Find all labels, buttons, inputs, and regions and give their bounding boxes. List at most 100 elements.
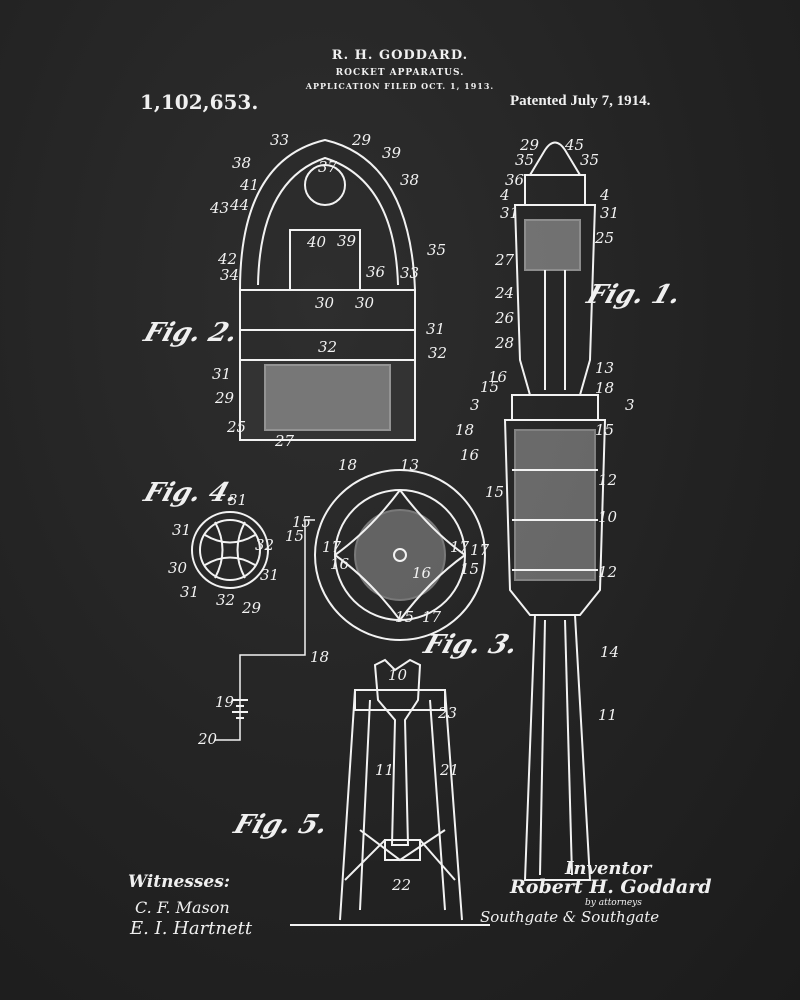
fig5-reference-numeral: 11 — [375, 761, 394, 779]
battery-symbol — [232, 699, 248, 719]
fig1-reference-numeral: 4 — [499, 186, 510, 204]
fig2-reference-numeral: 44 — [229, 196, 249, 214]
fig1-reference-numeral: 3 — [470, 396, 480, 414]
fig4-label: Fig. 4. — [140, 478, 242, 508]
fig4-reference-numeral: 31 — [228, 491, 247, 509]
fig2-reference-numeral: 42 — [217, 250, 237, 268]
fig1-reference-numeral: 4 — [599, 186, 610, 204]
fig1-reference-numeral: 28 — [494, 334, 514, 352]
fig2-nose-section — [238, 138, 417, 441]
fig5-reference-numeral: 22 — [391, 876, 411, 894]
fig3-reference-numeral: 13 — [400, 456, 419, 474]
fig3-circuit — [215, 519, 315, 741]
fig5-reference-numeral: 23 — [437, 704, 457, 722]
fig3-reference-numeral: 18 — [338, 456, 357, 474]
by-attorneys: by attorneys — [585, 898, 642, 908]
fig1-reference-numeral: 15 — [595, 421, 614, 439]
fig2-reference-numeral: 31 — [426, 320, 445, 338]
fig2-reference-numeral: 36 — [366, 263, 386, 281]
fig4-reference-numeral: 32 — [255, 536, 274, 554]
fig2-reference-numeral: 25 — [226, 418, 246, 436]
fig4-reference-numeral: 30 — [168, 559, 188, 577]
fig2-reference-numeral: 30 — [355, 294, 375, 312]
fig3-reference-numeral: 15 — [395, 608, 414, 626]
fig3-reference-numeral: 17 — [450, 538, 470, 556]
fig4-reference-numeral: 31 — [180, 583, 199, 601]
fig2-label: Fig. 2. — [140, 318, 242, 348]
fig2-reference-numeral: 41 — [239, 176, 259, 194]
fig3-reference-numeral: 17 — [470, 541, 490, 559]
fig1-reference-numeral: 16 — [488, 368, 508, 386]
fig2-reference-numeral: 33 — [270, 131, 289, 149]
witness-signature-2: E. I. Hartnett — [130, 918, 253, 939]
fig1-reference-numeral: 25 — [594, 229, 614, 247]
fig1-reference-numeral: 27 — [494, 251, 515, 269]
fig5-reference-numeral: 21 — [439, 761, 459, 779]
fig2-reference-numeral: 32 — [428, 344, 447, 362]
fig1-reference-numeral: 26 — [494, 309, 515, 327]
fig4-reference-numeral: 29 — [241, 599, 262, 617]
fig2-reference-numeral: 32 — [318, 338, 337, 356]
fig2-reference-numeral: 34 — [220, 266, 239, 284]
header-inventor: R. H. GODDARD. — [331, 48, 469, 63]
fig1-label: Fig. 1. — [583, 280, 685, 310]
fig3-reference-numeral: 18 — [310, 648, 329, 666]
witness-signature-1: C. F. Mason — [135, 898, 230, 917]
fig2-reference-numeral: 38 — [400, 171, 419, 189]
fig1-reference-numeral: 14 — [600, 643, 619, 661]
fig1-reference-numeral: 31 — [500, 204, 519, 222]
fig4-reference-numeral: 31 — [260, 566, 279, 584]
fig3-reference-numeral: 16 — [412, 564, 432, 582]
fig4-disk — [191, 511, 269, 589]
fig1-reference-numeral: 18 — [595, 379, 614, 397]
fig2-reference-numeral: 37 — [318, 158, 338, 176]
fig3-reference-numeral: 15 — [292, 513, 311, 531]
fig2-reference-numeral: 29 — [214, 389, 235, 407]
fig2-reference-numeral: 33 — [400, 264, 419, 282]
fig1-rocket — [503, 141, 607, 881]
fig3-disk — [314, 469, 486, 641]
fig2-reference-numeral: 43 — [209, 199, 229, 217]
fig2-reference-numeral: 40 — [306, 233, 327, 251]
fig1-reference-numeral: 3 — [625, 396, 635, 414]
fig1-reference-numeral: 13 — [595, 359, 614, 377]
patent-number: 1,102,653. — [140, 90, 259, 114]
fig3-reference-numeral: 15 — [485, 483, 504, 501]
fig1-reference-numeral: 45 — [564, 136, 584, 154]
fig2-reference-numeral: 30 — [315, 294, 335, 312]
fig2-reference-numeral: 38 — [232, 154, 251, 172]
patent-date: Patented July 7, 1914. — [510, 93, 651, 109]
attorneys-signature: Southgate & Southgate — [480, 908, 660, 926]
fig1-reference-numeral: 18 — [455, 421, 474, 439]
fig4-reference-numeral: 31 — [172, 521, 191, 539]
fig1-reference-numeral: 29 — [519, 136, 540, 154]
fig2-reference-numeral: 35 — [427, 241, 446, 259]
fig1-reference-numeral: 16 — [460, 446, 480, 464]
fig1-reference-numeral: 12 — [598, 563, 617, 581]
fig1-reference-numeral: 12 — [598, 471, 617, 489]
fig1-reference-numeral: 35 — [515, 151, 534, 169]
fig3-label: Fig. 3. — [420, 630, 522, 660]
fig5-stand — [290, 658, 490, 926]
fig3-reference-numeral: 20 — [197, 730, 218, 748]
fig5-reference-numeral: 10 — [388, 666, 408, 684]
fig3-reference-numeral: 15 — [460, 560, 479, 578]
fig1-reference-numeral: 10 — [598, 508, 618, 526]
witnesses-label: Witnesses: — [128, 872, 231, 892]
fig1-reference-numeral: 36 — [505, 171, 525, 189]
header-filed: APPLICATION FILED OCT. 1, 1913. — [305, 81, 495, 91]
fig4-reference-numeral: 32 — [216, 591, 235, 609]
fig1-reference-numeral: 31 — [600, 204, 619, 222]
fig1-reference-numeral: 15 — [480, 378, 499, 396]
fig1-reference-numeral: 24 — [494, 284, 514, 302]
fig3-reference-numeral: 16 — [330, 555, 350, 573]
fig2-reference-numeral: 39 — [382, 144, 402, 162]
fig3-reference-numeral: 15 — [285, 527, 304, 545]
fig1-reference-numeral: 35 — [580, 151, 599, 169]
fig2-reference-numeral: 31 — [212, 365, 231, 383]
header-title: ROCKET APPARATUS. — [335, 68, 465, 78]
fig2-reference-numeral: 27 — [274, 432, 295, 450]
fig3-reference-numeral: 17 — [322, 538, 342, 556]
